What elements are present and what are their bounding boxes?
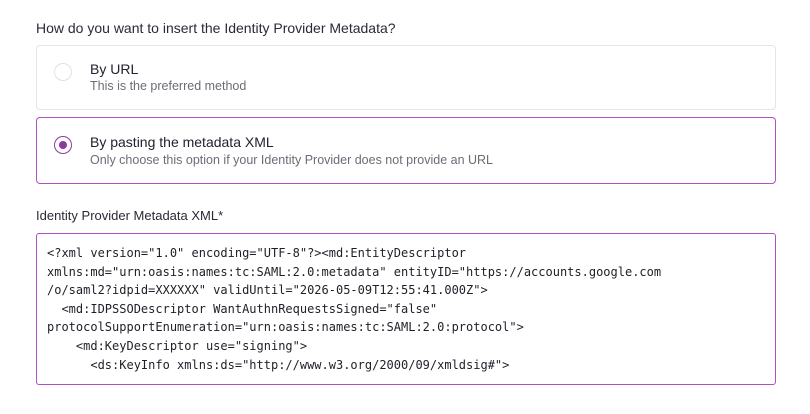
xml-line: <md:KeyDescriptor use="signing"> xyxy=(47,338,308,353)
xml-line: <md:IDPSSODescriptor WantAuthnRequestsSi… xyxy=(47,301,438,316)
xml-line: protocolSupportEnumeration="urn:oasis:na… xyxy=(47,320,524,335)
option-by-url-title: By URL xyxy=(90,61,139,77)
option-by-xml-title: By pasting the metadata XML xyxy=(90,134,274,150)
xml-line: <?xml version="1.0" encoding="UTF-8"?><m… xyxy=(47,246,467,260)
metadata-xml-textarea[interactable]: <?xml version="1.0" encoding="UTF-8"?><m… xyxy=(36,233,776,385)
option-by-xml[interactable]: By pasting the metadata XML Only choose … xyxy=(36,117,776,184)
radio-by-xml[interactable] xyxy=(54,136,72,154)
radio-selected-dot xyxy=(59,141,67,149)
metadata-insert-question: How do you want to insert the Identity P… xyxy=(36,20,396,36)
xml-field-label: Identity Provider Metadata XML* xyxy=(36,208,224,223)
option-by-url-subtitle: This is the preferred method xyxy=(90,79,247,93)
option-by-xml-subtitle: Only choose this option if your Identity… xyxy=(90,153,493,167)
option-by-url[interactable]: By URL This is the preferred method xyxy=(36,45,776,110)
radio-by-url[interactable] xyxy=(54,63,72,81)
xml-line: /o/saml2?idpid=XXXXXX" validUntil="2026-… xyxy=(47,283,488,298)
xml-line: <ds:KeyInfo xmlns:ds="http://www.w3.org/… xyxy=(47,357,510,372)
xml-line: xmlns:md="urn:oasis:names:tc:SAML:2.0:me… xyxy=(47,264,662,279)
